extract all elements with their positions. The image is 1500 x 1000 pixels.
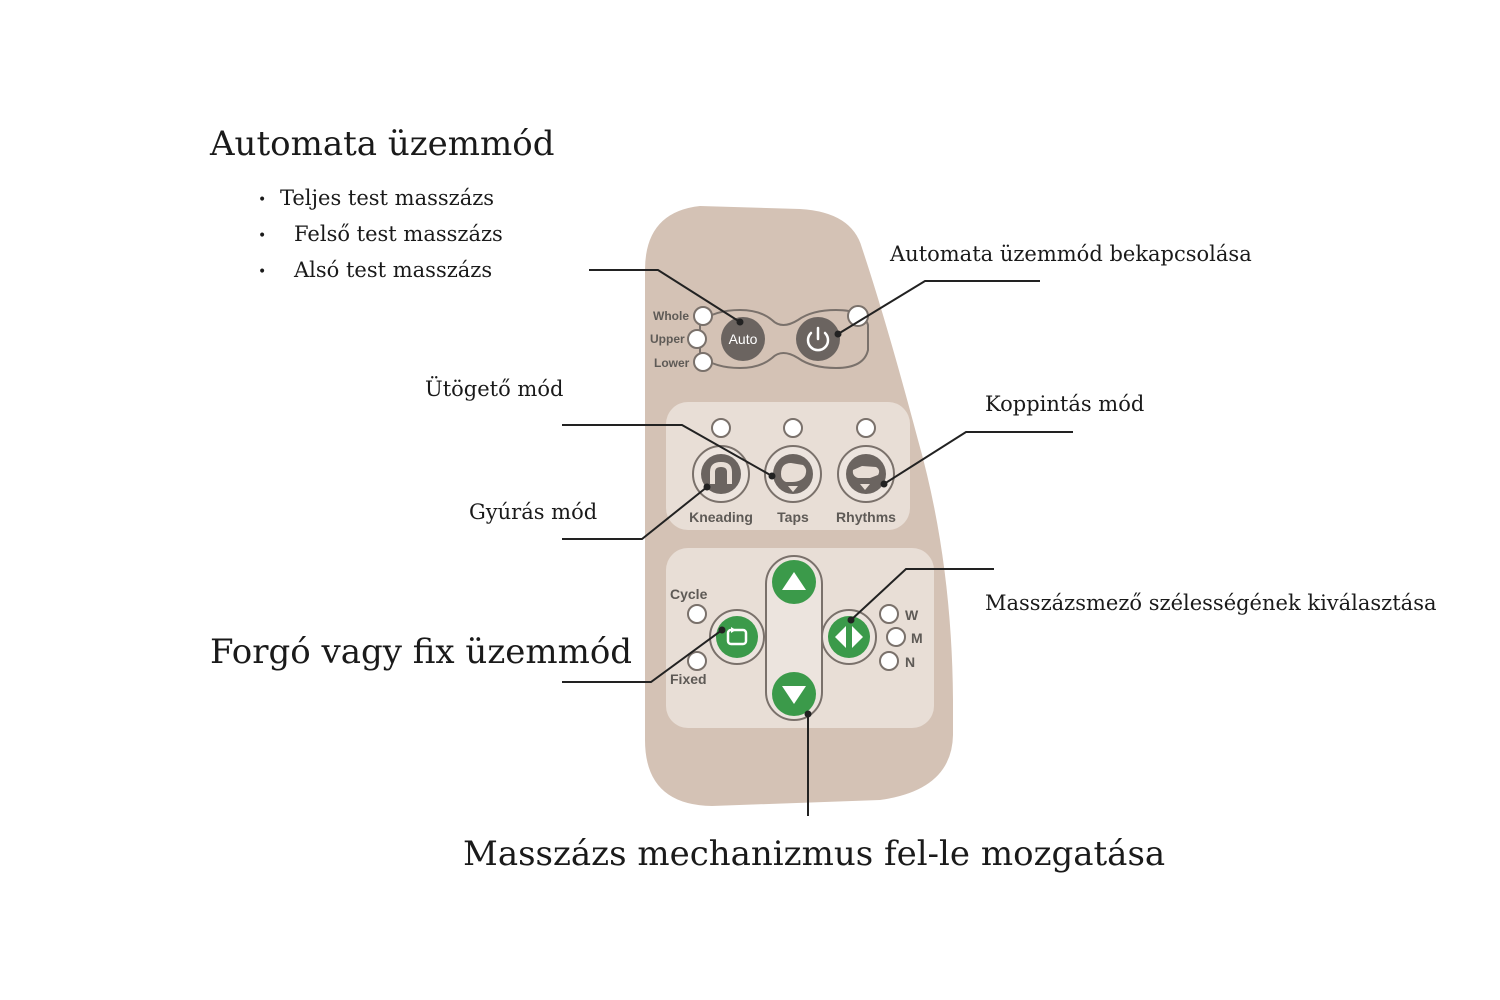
auto-button-label: Auto (729, 331, 758, 347)
leader-auto-mode (589, 269, 741, 323)
led-width-w (879, 604, 899, 624)
list-item: •Felső test masszázs (258, 222, 503, 246)
led-kneading (711, 418, 731, 438)
led-width-m (886, 627, 906, 647)
width-icon (835, 626, 863, 648)
label-lower: Lower (654, 356, 690, 370)
cycle-fixed-title: Forgó vagy fix üzemmód (210, 632, 633, 672)
label-taps: Taps (777, 509, 809, 525)
label-cycle: Cycle (670, 586, 708, 602)
auto-on-label: Automata üzemmód bekapcsolása (890, 242, 1252, 266)
tapping-mode-label: Ütögető mód (425, 377, 564, 401)
label-kneading: Kneading (689, 509, 753, 525)
leader-cycle (562, 629, 723, 683)
led-width-n (879, 651, 899, 671)
rhythms-icon (852, 466, 880, 490)
label-width-m: M (911, 630, 923, 646)
taps-icon (781, 463, 807, 492)
knock-mode-label: Koppintás mód (985, 392, 1145, 416)
arrow-up-icon (782, 572, 806, 590)
label-fixed: Fixed (670, 671, 707, 687)
leader-lines (562, 269, 1073, 816)
up-down-title: Masszázs mechanizmus fel-le mozgatása (463, 834, 1166, 874)
list-item: •Teljes test masszázs (258, 186, 495, 210)
label-upper: Upper (650, 332, 685, 346)
label-whole: Whole (653, 309, 689, 323)
led-whole (693, 306, 713, 326)
auto-section-outline (699, 308, 869, 370)
led-upper (687, 329, 707, 349)
label-width-n: N (905, 654, 915, 670)
arrow-down-icon (782, 686, 806, 704)
led-power (847, 305, 869, 327)
leader-auto-on (837, 280, 1040, 335)
auto-mode-title: Automata üzemmód (210, 124, 555, 164)
led-rhythms (856, 418, 876, 438)
auto-mode-list: •Teljes test masszázs •Felső test masszá… (258, 184, 503, 292)
cycle-icon (726, 627, 748, 646)
power-icon (806, 326, 830, 352)
leader-tapping (562, 424, 773, 477)
list-item-label: Teljes test masszázs (280, 186, 495, 210)
led-fixed (687, 651, 707, 671)
leader-width (850, 568, 994, 621)
auto-button[interactable] (721, 317, 765, 361)
width-button[interactable] (828, 616, 870, 658)
label-rhythms: Rhythms (836, 509, 896, 525)
kneading-mode-label: Gyúrás mód (469, 500, 598, 524)
leader-dots (703, 318, 888, 718)
led-lower (693, 352, 713, 372)
list-item-label: Felső test masszázs (294, 222, 503, 246)
leader-knock (883, 431, 1073, 485)
list-item: •Alsó test masszázs (258, 258, 493, 282)
width-select-label: Masszázsmező szélességének kiválasztása (985, 591, 1437, 615)
kneading-icon (710, 462, 732, 484)
leader-kneading (562, 486, 708, 540)
list-item-label: Alsó test masszázs (294, 258, 493, 282)
led-taps (783, 418, 803, 438)
label-width-w: W (905, 607, 919, 623)
led-cycle (687, 604, 707, 624)
cycle-button[interactable] (716, 616, 758, 658)
